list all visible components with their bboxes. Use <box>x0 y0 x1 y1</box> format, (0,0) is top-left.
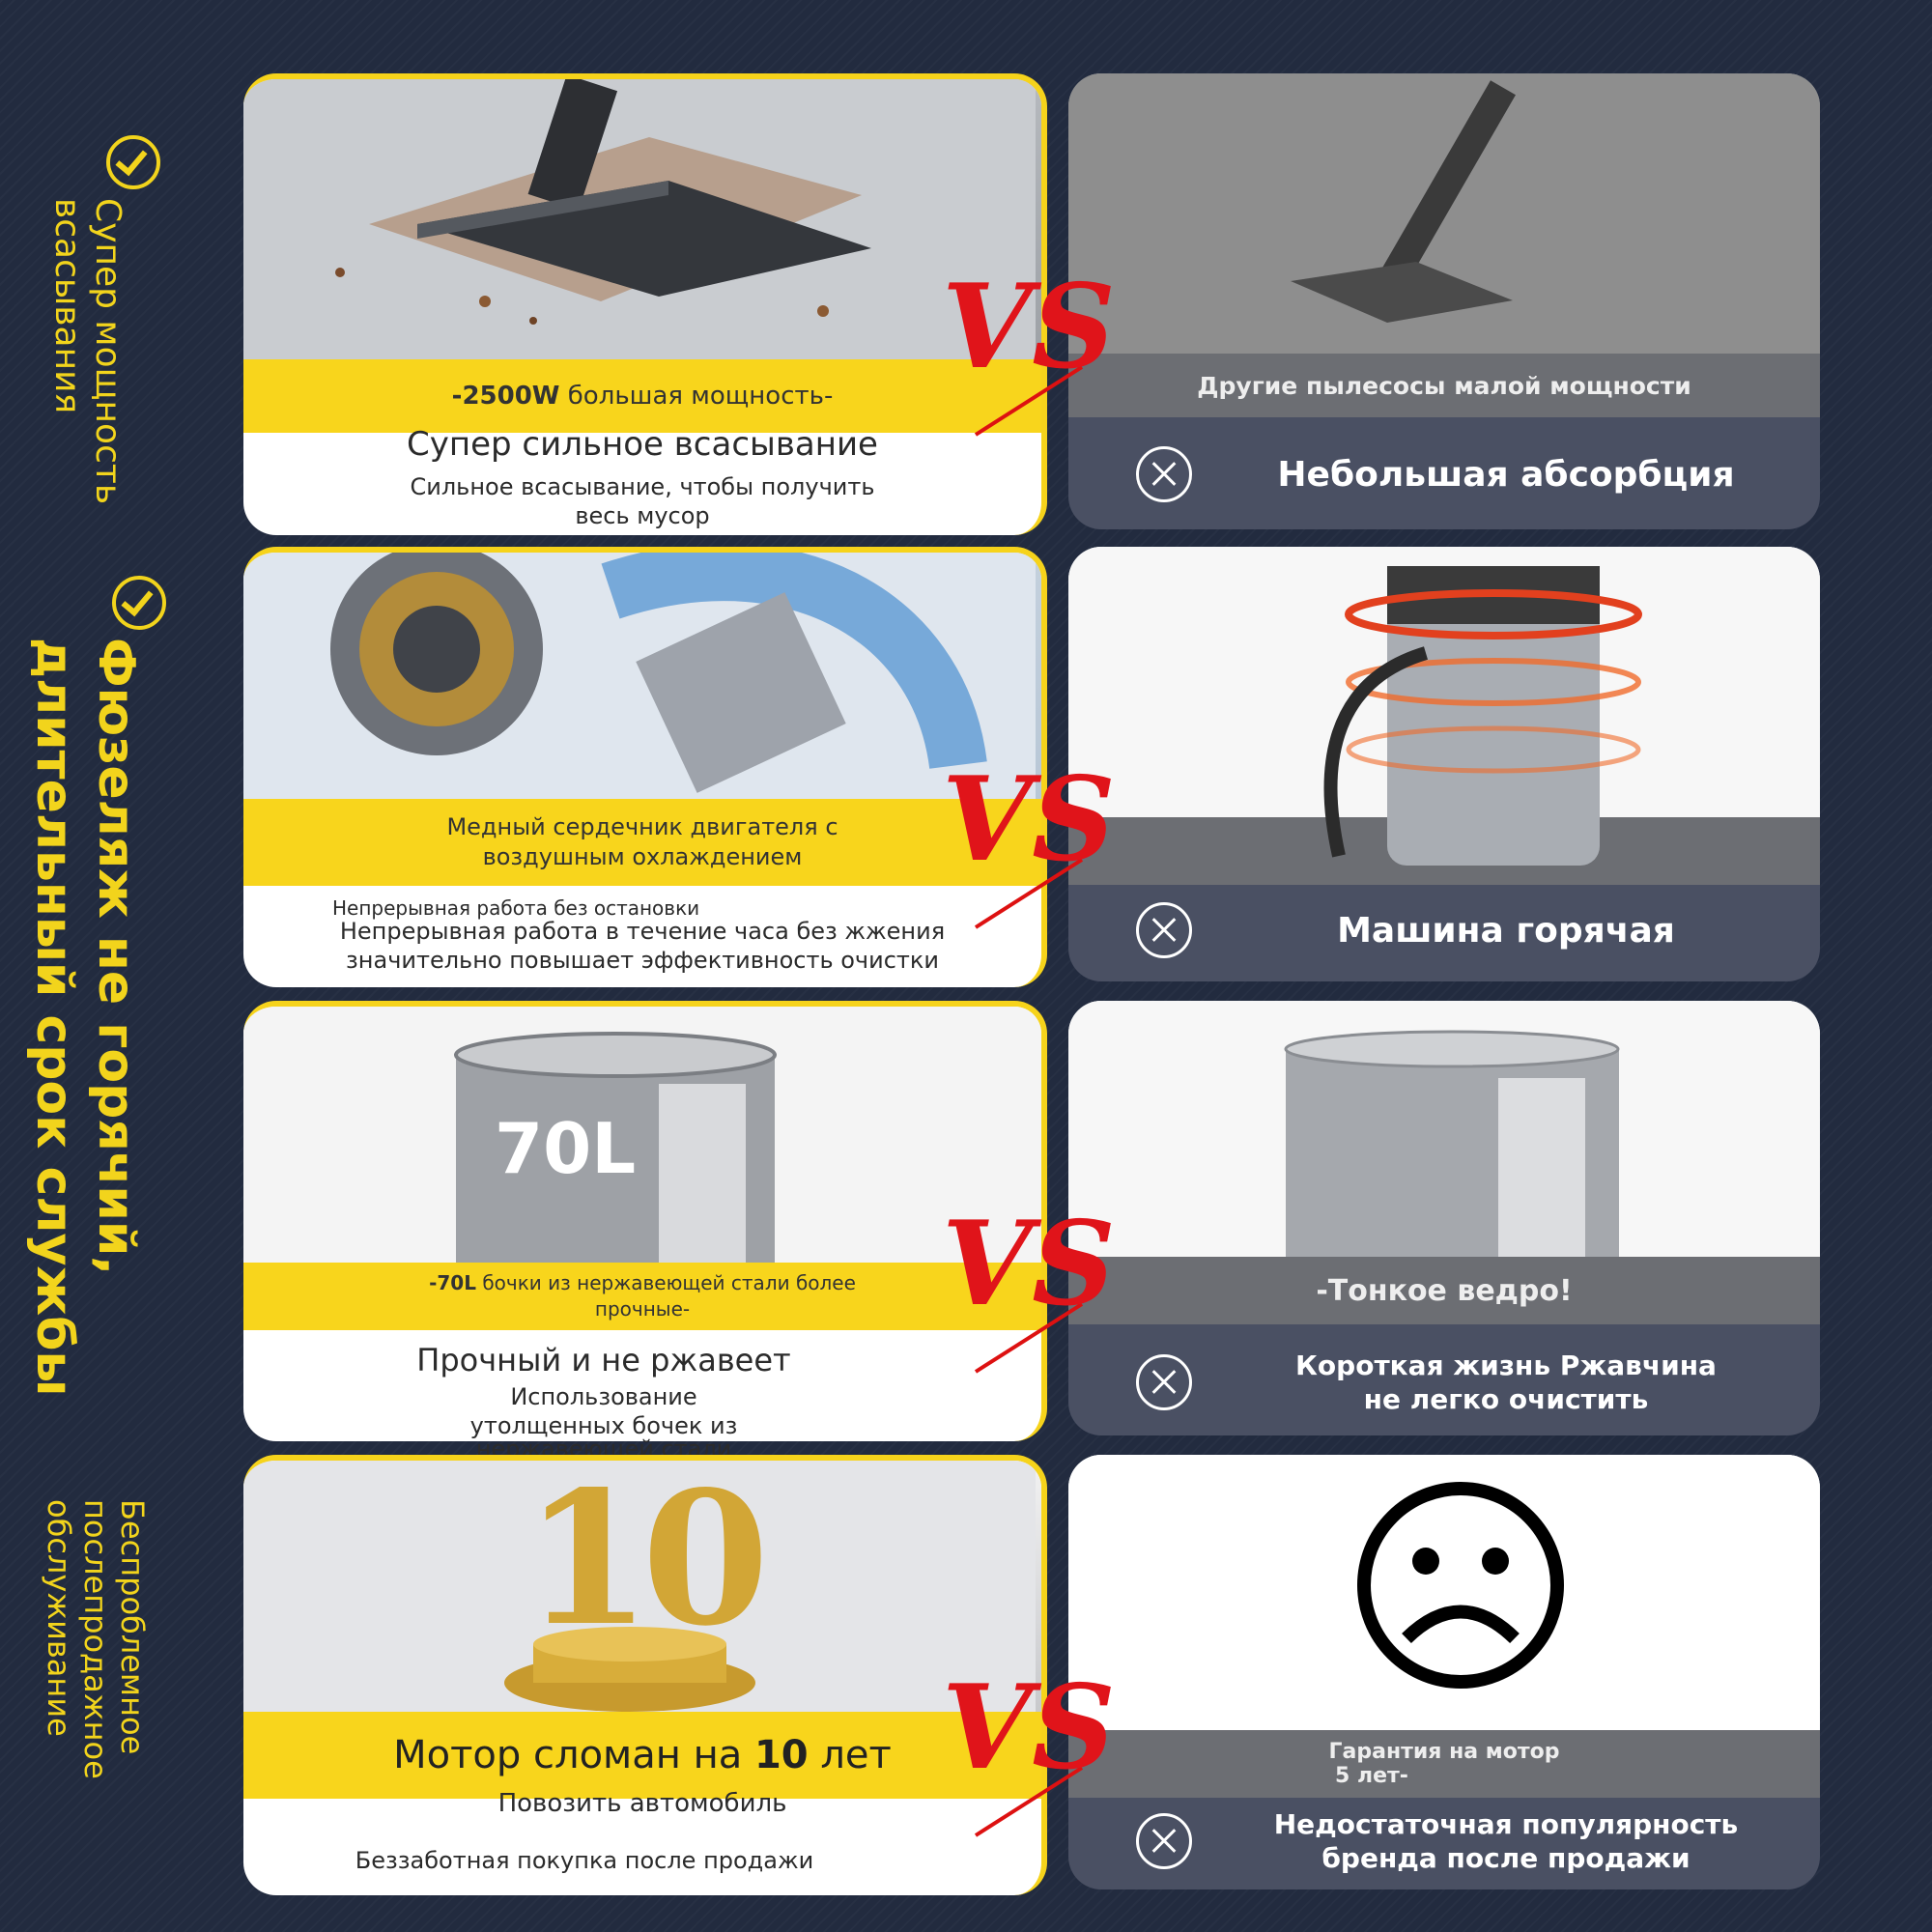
side-label-line: послепродажное <box>77 1499 114 1779</box>
x-circle-icon <box>1136 1354 1192 1410</box>
con-row: Небольшая абсорбция <box>1068 431 1820 518</box>
con-text: Недостаточная популярность бренда после … <box>1192 1807 1820 1875</box>
x-circle-icon <box>1136 1813 1192 1869</box>
feature-band: Медный сердечник двигателя с воздушным о… <box>243 799 1041 886</box>
feature-title: Непрерывная работа без остановки <box>332 896 700 920</box>
sad-face-image <box>1068 1455 1820 1730</box>
con-line: не легко очистить <box>1363 1383 1649 1415</box>
hot-motor-image <box>1068 547 1820 885</box>
feature-band: -70L бочки из нержавеющей стали более пр… <box>243 1263 1041 1330</box>
ten-years-image: 10 <box>243 1461 1041 1712</box>
side-label-line: Фюзеляж не горячий, <box>87 638 145 1276</box>
vs-text: VS <box>942 1196 1111 1332</box>
volume-rating: -70L <box>429 1271 476 1294</box>
feature-desc-line: Непрерывная работа в течение часа без жж… <box>339 918 946 945</box>
vs-mark: VS <box>942 752 1111 929</box>
years-number: 10 <box>524 1455 769 1666</box>
band-text: большая мощность- <box>559 382 834 411</box>
con-line: бренда после продажи <box>1321 1842 1690 1874</box>
side-label-line: Беспроблемное <box>114 1499 151 1755</box>
feature-card-motor: Медный сердечник двигателя с воздушным о… <box>243 547 1047 987</box>
thin-bucket-image <box>1068 1001 1820 1262</box>
compare-band: Другие пылесосы малой мощности <box>1068 354 1820 417</box>
vs-mark: VS <box>942 1660 1111 1837</box>
band-text: прочные- <box>594 1297 691 1321</box>
feature-card-suction: -2500W большая мощность- Супер сильное в… <box>243 73 1047 535</box>
check-icon <box>112 576 166 630</box>
con-text: Небольшая абсорбция <box>1192 453 1820 497</box>
band-line: Медный сердечник двигателя с <box>446 812 838 840</box>
barrel-volume-label: 70L <box>495 1108 637 1189</box>
feature-desc-line: Использование <box>510 1383 697 1410</box>
con-text: Короткая жизнь Ржавчина не легко очистит… <box>1192 1349 1820 1416</box>
vs-mark: VS <box>942 259 1111 437</box>
compare-band: -Тонкое ведро! <box>1068 1257 1820 1324</box>
vs-mark: VS <box>942 1196 1111 1374</box>
side-label-line: обслуживание <box>41 1499 77 1737</box>
x-circle-icon <box>1136 446 1192 502</box>
steel-barrel-image: 70L <box>243 1007 1041 1277</box>
band-text: Мотор сломан на <box>393 1733 754 1777</box>
x-circle-icon <box>1136 902 1192 958</box>
side-label-line: Супер мощность <box>88 198 128 505</box>
feature-card-barrel: 70L -70L бочки из нержавеющей стали боле… <box>243 1001 1047 1441</box>
vacuum-nozzle-image <box>243 79 1041 359</box>
vs-text: VS <box>942 259 1111 395</box>
band-text: -Тонкое ведро! <box>1316 1273 1573 1308</box>
vs-text: VS <box>942 1660 1111 1796</box>
years-bold: 10 <box>753 1733 809 1777</box>
power-rating: -2500W <box>451 382 560 411</box>
band-text: 5 лет- <box>1335 1764 1408 1788</box>
feature-band: -2500W большая мощность- <box>243 359 1041 433</box>
con-row: Короткая жизнь Ржавчина не легко очистит… <box>1068 1334 1820 1431</box>
vs-text: VS <box>942 752 1111 888</box>
weak-vacuum-image <box>1068 73 1820 354</box>
con-row: Машина горячая <box>1068 887 1820 974</box>
compare-band: Гарантия на мотор 5 лет- <box>1068 1730 1820 1798</box>
band-line: воздушным охлаждением <box>482 843 803 870</box>
con-line: Машина горячая <box>1337 910 1675 951</box>
feature-band: Мотор сломан на 10 лет <box>243 1712 1041 1799</box>
feature-desc-line: Беззаботная покупка после продажи <box>355 1847 814 1874</box>
feature-desc-line: утолщенных бочек из <box>469 1412 738 1439</box>
band-text: лет <box>808 1733 892 1777</box>
feature-card-warranty: 10 Мотор сломан на 10 лет Повозить автом… <box>243 1455 1047 1895</box>
feature-desc-line: весь мусор <box>575 502 710 529</box>
feature-title: Прочный и не ржавеет <box>416 1342 791 1378</box>
compare-card-thin-bucket: -Тонкое ведро! Короткая жизнь Ржавчина н… <box>1068 1001 1820 1435</box>
band-text: бочки из нержавеющей стали более <box>475 1271 856 1294</box>
motor-core-image <box>243 553 1041 804</box>
feature-title: Повозить автомобиль <box>497 1789 787 1818</box>
con-row: Недостаточная популярность бренда после … <box>1068 1798 1820 1885</box>
side-label-line: длительный срок службы <box>25 638 83 1397</box>
side-label-line: всасывания <box>47 198 87 414</box>
con-line: Недостаточная популярность <box>1273 1808 1739 1840</box>
con-line: Небольшая абсорбция <box>1277 454 1735 495</box>
con-line: Короткая жизнь Ржавчина <box>1295 1350 1717 1381</box>
con-text: Машина горячая <box>1192 909 1820 952</box>
feature-title: Супер сильное всасывание <box>407 425 878 464</box>
feature-desc-line: значительно повышает эффективность очист… <box>346 947 939 974</box>
compare-card-low-power: Другие пылесосы малой мощности Небольшая… <box>1068 73 1820 529</box>
compare-card-short-warranty: Гарантия на мотор 5 лет- Недостаточная п… <box>1068 1455 1820 1889</box>
band-text: Гарантия на мотор <box>1328 1740 1560 1764</box>
feature-desc-line: Сильное всасывание, чтобы получить <box>410 473 875 500</box>
compare-card-hot: Машина горячая <box>1068 547 1820 981</box>
band-text: Другие пылесосы малой мощности <box>1197 371 1691 400</box>
check-icon <box>106 135 160 189</box>
